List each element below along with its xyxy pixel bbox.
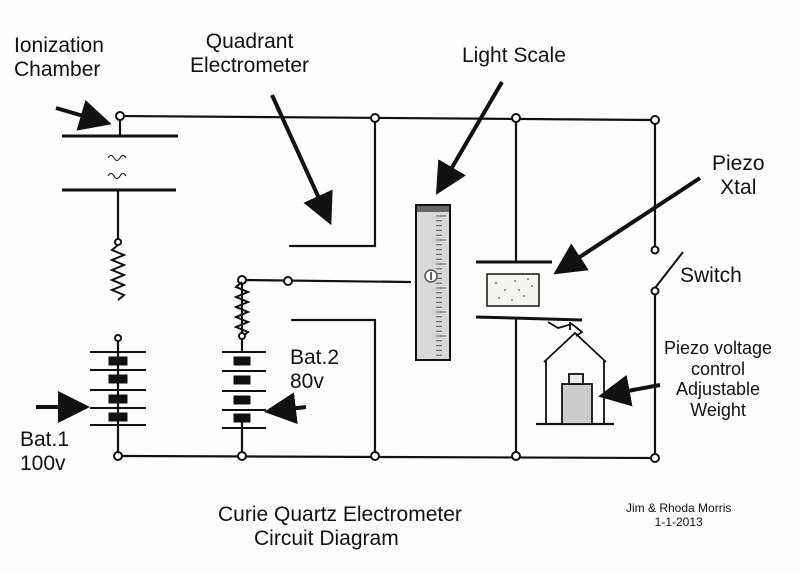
wiring xyxy=(116,114,657,460)
junctions xyxy=(113,111,660,463)
junction-dot xyxy=(115,111,125,121)
light-scale-bar xyxy=(415,204,451,361)
switch-symbol xyxy=(650,245,684,296)
arrow-to-light-scale xyxy=(435,80,504,195)
ionization-chamber xyxy=(62,134,178,192)
label-piezo-xtal: Piezo Xtal xyxy=(712,152,765,200)
bottom-wire xyxy=(116,454,657,460)
label-arrows xyxy=(36,80,702,425)
label-bat1: Bat.1 100v xyxy=(20,428,70,476)
adjustable-weight xyxy=(536,321,614,426)
battery-2 xyxy=(222,351,266,429)
junction-dot xyxy=(370,451,380,461)
junction-dot xyxy=(511,113,521,123)
label-ionization-chamber: Ionization Chamber xyxy=(14,34,104,82)
junction-dot xyxy=(283,276,293,286)
arrow-to-piezo xyxy=(553,176,702,275)
label-quadrant-electrometer: Quadrant Electrometer xyxy=(190,30,310,78)
quartz-crystal xyxy=(486,273,540,307)
resistor-left xyxy=(109,238,127,342)
electrometer-feed-wire xyxy=(240,278,412,284)
resistor-middle xyxy=(233,281,251,340)
battery-1 xyxy=(90,351,146,426)
arrow-to-chamber xyxy=(55,99,112,131)
arrow-to-weight xyxy=(598,374,661,407)
junction-dot xyxy=(237,275,247,285)
junction-dot xyxy=(650,453,660,463)
arrow-to-bat2 xyxy=(264,392,307,425)
top-wire xyxy=(118,114,657,122)
label-light-scale: Light Scale xyxy=(462,44,566,67)
chamber-sample xyxy=(107,173,127,179)
piezo-bottom-plate xyxy=(475,315,583,322)
label-piezo-voltage-control: Piezo voltage control Adjustable Weight xyxy=(664,338,773,421)
label-bat2: Bat.2 80v xyxy=(290,346,340,394)
junction-dot xyxy=(237,451,247,461)
quadrant-upper xyxy=(288,116,377,248)
diagram-title: Curie Quartz Electrometer Circuit Diagra… xyxy=(218,503,462,551)
arrow-to-quadrant xyxy=(270,94,333,226)
junction-dot xyxy=(511,451,521,461)
piezo-crystal xyxy=(475,260,583,322)
label-switch: Switch xyxy=(680,264,742,287)
chamber-sample xyxy=(107,155,127,161)
junction-dot xyxy=(370,113,380,123)
junction-dot xyxy=(650,115,660,125)
credit: Jim & Rhoda Morris 1-1-2013 xyxy=(626,501,732,529)
junction-dot xyxy=(113,451,123,461)
